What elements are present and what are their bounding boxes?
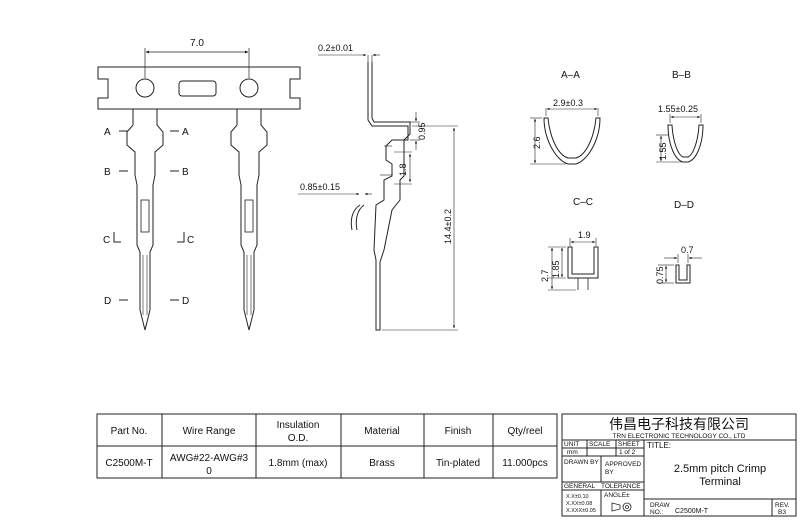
- section-mark-b-right: B: [182, 167, 189, 178]
- drawing-title-line-1: 2.5mm pitch Crimp: [674, 463, 766, 475]
- section-aa-width: 2.9±0.3: [553, 98, 583, 108]
- section-mark-d-right: D: [182, 296, 189, 307]
- section-mark-a-left: A: [104, 127, 111, 138]
- approved-label-1: APPROVED: [605, 461, 641, 468]
- terminal-side-profile: [367, 62, 411, 331]
- pilot-hole-right: [239, 78, 259, 98]
- header-material: Material: [364, 426, 400, 437]
- terminal-right: [230, 109, 268, 331]
- rev-label: REV.: [775, 502, 790, 509]
- section-mark-c-right: C: [187, 235, 194, 246]
- spec-table: [96, 413, 558, 479]
- tolerance-3: X.XXX±0.05: [566, 508, 596, 514]
- header-insulation: Insulation: [277, 420, 320, 431]
- tolerance-2: X.XX±0.08: [566, 501, 592, 507]
- section-mark-a-right: A: [182, 127, 189, 138]
- cell-wire-range-2: 0: [206, 466, 212, 477]
- section-aa: [530, 107, 601, 165]
- section-dd-height: 0.75: [655, 266, 665, 284]
- header-od: O.D.: [288, 433, 309, 444]
- section-aa-height: 2.6: [532, 136, 542, 149]
- height-095-value: 0.95: [417, 122, 427, 140]
- scale-label: SCALE: [589, 441, 611, 448]
- approved-label-2: BY: [605, 469, 614, 476]
- section-aa-profile: [543, 117, 601, 165]
- drawing-title-line-2: Terminal: [699, 476, 741, 488]
- barb-dim-value: 0.85±0.15: [300, 182, 340, 192]
- pitch-dim-value: 7.0: [190, 38, 204, 49]
- strip-slot: [178, 80, 217, 97]
- section-dd: [658, 254, 702, 284]
- header-finish: Finish: [445, 426, 472, 437]
- side-view: [298, 53, 458, 331]
- section-cc-height-inner: 1.85: [551, 260, 561, 278]
- cell-wire-range-1: AWG#22-AWG#3: [170, 453, 249, 464]
- draw-label: DRAW: [650, 502, 670, 509]
- cell-insulation: 1.8mm (max): [269, 458, 328, 469]
- section-dd-profile: [675, 264, 691, 284]
- header-wire-range: Wire Range: [183, 426, 236, 437]
- tolerance-1: X.X±0.10: [566, 494, 589, 500]
- terminal-left: [126, 109, 164, 331]
- length-dim-value: 14.4±0.2: [443, 209, 453, 244]
- carrier-strip: [97, 66, 301, 110]
- no-label: NO.:: [650, 509, 664, 516]
- section-aa-title: A–A: [561, 70, 580, 81]
- thickness-dim-value: 0.2±0.01: [318, 43, 353, 53]
- unit-label: UNIT: [564, 441, 579, 448]
- section-cc-width: 1.9: [578, 230, 591, 240]
- section-bb-width: 1.55±0.25: [658, 104, 698, 114]
- draw-no-value: C2500M-T: [675, 508, 709, 515]
- angle-label: ANGLE±: [604, 492, 630, 499]
- rev-value: B3: [778, 509, 786, 516]
- cell-material: Brass: [369, 458, 395, 469]
- general-label: GENERAL: [564, 483, 595, 490]
- section-mark-d-left: D: [104, 296, 111, 307]
- section-bb-profile: [667, 124, 704, 163]
- projection-symbol: [622, 502, 632, 512]
- title-block: [561, 413, 797, 517]
- sheet-label: SHEET: [618, 441, 640, 448]
- section-bb-height: 1.55: [658, 142, 668, 160]
- drawn-by-label: DRAWN BY: [564, 459, 599, 466]
- cell-part-no: C2500M-T: [105, 458, 152, 469]
- section-bb: [656, 114, 704, 163]
- section-cc: [548, 238, 599, 291]
- section-cc-profile: [567, 246, 599, 279]
- header-part-no: Part No.: [111, 426, 148, 437]
- section-bb-title: B–B: [672, 70, 691, 81]
- section-cc-height-outer: 2.7: [540, 269, 550, 282]
- tolerance-label: TOLERANCE: [601, 483, 641, 490]
- company-name-cn: 伟昌电子科技有限公司: [609, 417, 749, 433]
- section-mark-c-left: C: [103, 235, 110, 246]
- section-dd-width: 0.7: [681, 245, 694, 255]
- cell-finish: Tin-plated: [436, 458, 480, 469]
- title-label: TITLE:: [647, 441, 671, 450]
- section-cc-title: C–C: [573, 197, 593, 208]
- section-mark-b-left: B: [104, 167, 111, 178]
- pilot-hole-left: [135, 78, 155, 98]
- unit-value: mm: [567, 449, 578, 456]
- company-name-en: TRN ELECTRONIC TECHNOLOGY CO., LTD: [613, 433, 746, 440]
- cell-qty: 11.000pcs: [502, 458, 547, 469]
- header-qty: Qty/reel: [507, 426, 542, 437]
- section-dd-title: D–D: [674, 200, 694, 211]
- sheet-value: 1 of 2: [619, 449, 636, 456]
- front-view: [97, 48, 301, 331]
- height-18-value: 1.8: [398, 163, 408, 176]
